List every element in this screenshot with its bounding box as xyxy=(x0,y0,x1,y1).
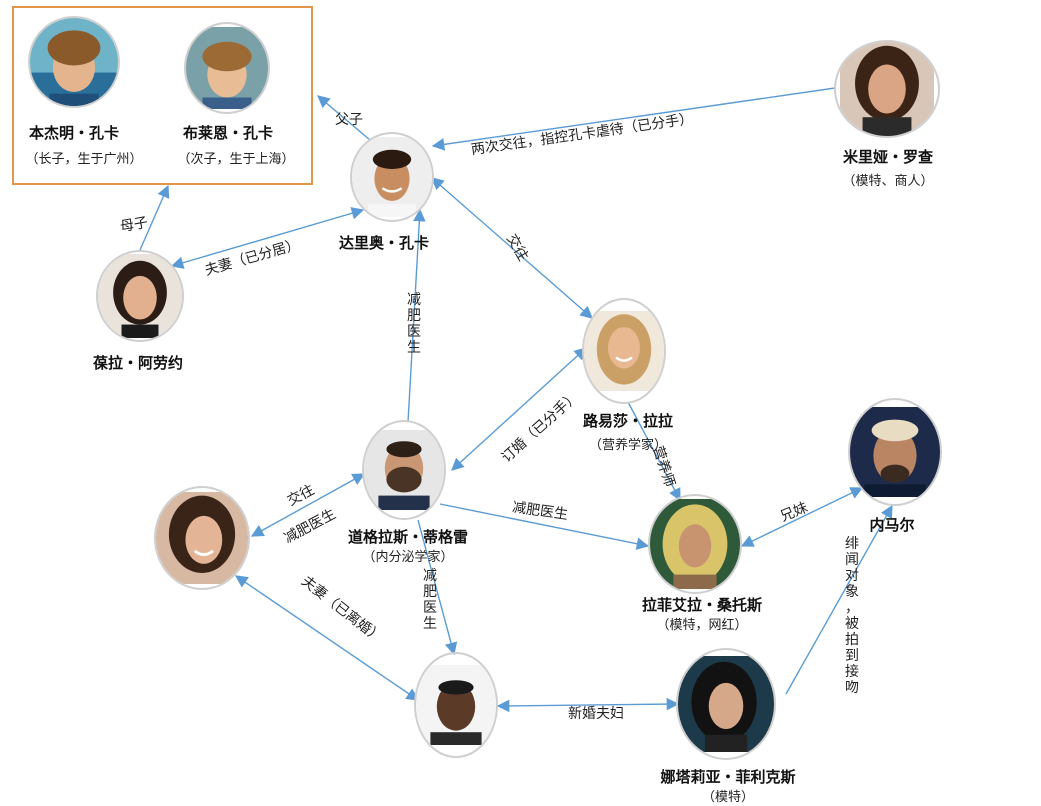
label-diet-doctor-down-text: 减肥医生 xyxy=(423,568,437,632)
edge-newlyweds xyxy=(496,697,680,713)
edge-dating xyxy=(431,177,593,319)
douglas-note: （内分泌学家） xyxy=(362,550,454,565)
rafaella-name: 拉菲艾拉・桑托斯 xyxy=(641,596,763,614)
label-dated-twice: 两次交往，指控孔卡虐待（已分手） xyxy=(470,110,694,158)
label-mother-son: 母子 xyxy=(119,215,149,236)
edge-scandal xyxy=(785,504,893,695)
brian-portrait xyxy=(184,22,270,114)
label-scandal: 绯闻对象，被拍到接吻 xyxy=(845,536,859,696)
benjamin-name: 本杰明・孔卡 xyxy=(28,124,120,142)
benjamin-note: （长子，生于广州） xyxy=(25,152,143,167)
natalia-portrait xyxy=(676,648,776,760)
edge-nutritionist xyxy=(627,401,681,502)
label-diet-doctor-vertical: 减肥医生 xyxy=(407,292,421,356)
miriam-name: 米里娅・罗查 xyxy=(842,148,934,166)
luisa-portrait xyxy=(582,298,666,404)
miriam-note: （模特、商人） xyxy=(842,174,934,189)
edge-father-son xyxy=(317,95,371,141)
dario-portrait xyxy=(350,132,434,222)
edge-mother-son xyxy=(139,184,170,251)
edge-siblings xyxy=(740,487,864,547)
miriam-portrait xyxy=(834,40,940,138)
luisa-note: （营养学家） xyxy=(588,438,668,453)
debora-portrait xyxy=(96,250,184,342)
label-dating: 交往 xyxy=(503,231,532,264)
edge-diet-doctor-down xyxy=(417,519,458,656)
douglas-portrait xyxy=(362,420,446,520)
label-father-son: 父子 xyxy=(335,112,363,128)
benjamin-portrait xyxy=(28,16,120,108)
woman-left-portrait xyxy=(154,486,250,590)
edge-spouse-separated xyxy=(170,207,365,269)
douglas-costa-portrait xyxy=(414,652,498,758)
label-divorced: 夫妻（已离婚） xyxy=(298,573,386,647)
natalia-name: 娜塔莉亚・菲利克斯 xyxy=(660,768,796,786)
edge-dated-and-doctor xyxy=(250,473,366,537)
brian-note: （次子，生于上海） xyxy=(177,152,295,167)
dario-name: 达里奥・孔卡 xyxy=(338,234,430,252)
douglas-name: 道格拉斯・蒂格雷 xyxy=(347,528,469,546)
brian-name: 布莱恩・孔卡 xyxy=(182,124,274,142)
edge-diet-doctor-right xyxy=(439,503,650,550)
label-diet-doctor-right: 减肥医生 xyxy=(511,499,569,523)
debora-name: 葆拉・阿劳约 xyxy=(92,354,184,372)
label-dated-and-doctor-2: 减肥医生 xyxy=(282,506,339,546)
edge-engaged xyxy=(451,347,587,471)
children-group-box xyxy=(12,6,313,185)
label-diet-doctor-down: 减肥医生 xyxy=(423,568,437,632)
neymar-portrait xyxy=(848,398,942,506)
edge-dated-twice xyxy=(431,87,836,151)
edge-divorced xyxy=(234,575,420,701)
natalia-note: （模特） xyxy=(701,790,755,805)
rafaella-portrait xyxy=(648,494,742,594)
label-dated-and-doctor-1: 交往 xyxy=(284,481,317,509)
label-newlyweds: 新婚夫妇 xyxy=(568,705,624,722)
label-engaged: 订婚（已分手） xyxy=(499,389,583,466)
label-diet-doctor-vertical-text: 减肥医生 xyxy=(407,292,421,356)
edge-diet-doctor-vertical xyxy=(407,208,426,423)
rafaella-note: （模特，网红） xyxy=(656,618,748,633)
neymar-name: 内马尔 xyxy=(869,516,915,534)
label-scandal-text: 绯闻对象，被拍到接吻 xyxy=(845,536,859,696)
luisa-name: 路易莎・拉拉 xyxy=(582,412,674,430)
